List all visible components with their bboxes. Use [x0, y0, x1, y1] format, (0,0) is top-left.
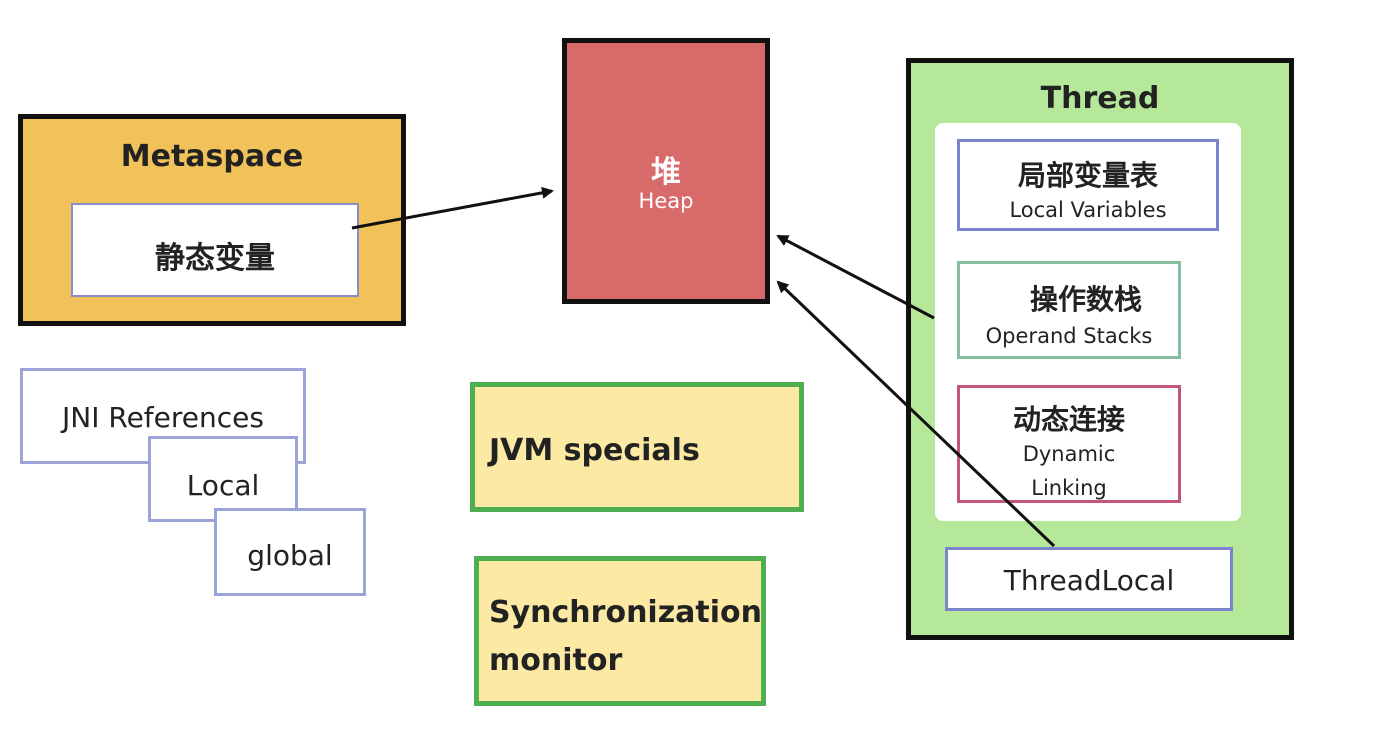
stack-frame-area: 局部变量表 Local Variables 操作数栈 Operand Stack…: [935, 123, 1241, 521]
jvm-specials-label: JVM specials: [489, 433, 700, 468]
thread-box: Thread 局部变量表 Local Variables 操作数栈 Operan…: [906, 58, 1294, 640]
jni-global-card: global: [214, 508, 366, 596]
operand-stacks-zh: 操作数栈: [1030, 283, 1143, 316]
synchronization-monitor-box: Synchronization monitor: [474, 556, 766, 706]
dynamic-linking-en-line1: Dynamic: [1022, 442, 1116, 466]
jni-global-label: global: [247, 539, 333, 572]
heap-title-zh: 堆: [651, 155, 681, 190]
dynamic-linking-zh: 动态连接: [1012, 403, 1125, 436]
sync-monitor-line2: monitor: [489, 643, 623, 678]
local-variables-zh: 局部变量表: [1017, 159, 1158, 192]
sync-monitor-line1: Synchronization: [489, 595, 763, 630]
threadlocal-box: ThreadLocal: [945, 547, 1233, 611]
metaspace-title: Metaspace: [120, 139, 304, 174]
threadlocal-label: ThreadLocal: [1003, 564, 1175, 597]
jvm-specials-box: JVM specials: [470, 382, 804, 512]
jni-references-label: JNI References: [62, 401, 264, 434]
static-variables-box: 静态变量: [71, 203, 359, 297]
thread-title: Thread: [1040, 81, 1160, 116]
jni-local-label: Local: [186, 469, 260, 502]
local-variables-box: 局部变量表 Local Variables: [957, 139, 1219, 231]
dynamic-linking-box: 动态连接 Dynamic Linking: [957, 385, 1181, 503]
operand-stacks-box: 操作数栈 Operand Stacks: [957, 261, 1181, 359]
dynamic-linking-en-line2: Linking: [1031, 476, 1107, 500]
operand-stacks-en: Operand Stacks: [985, 324, 1153, 348]
local-variables-en: Local Variables: [1009, 198, 1167, 222]
heap-box: 堆 Heap: [562, 38, 770, 304]
static-variables-label: 静态变量: [155, 241, 275, 276]
heap-title-en: Heap: [638, 189, 694, 213]
metaspace-box: Metaspace 静态变量: [18, 114, 406, 326]
